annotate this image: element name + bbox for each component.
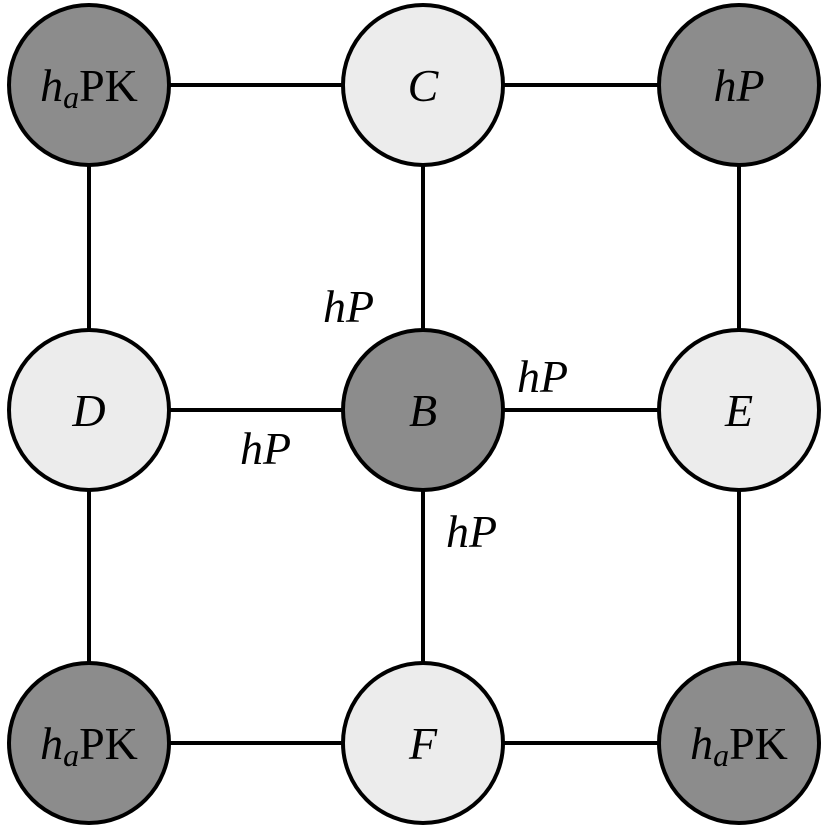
node-bottom-right-circle	[657, 661, 821, 825]
node-bottom-right-suffix: PK	[729, 718, 788, 769]
node-top-left-main: h	[40, 60, 63, 111]
edge-label-center-down: hP	[446, 506, 497, 557]
node-bottom-right-sub: a	[713, 737, 729, 773]
edge-label-center-right: hP	[517, 351, 568, 402]
node-bottom-middle-label: F	[408, 718, 438, 769]
node-mid-left-label: D	[71, 385, 105, 436]
node-center-circle	[341, 328, 505, 492]
node-top-right-circle	[657, 3, 821, 167]
node-top-middle-circle	[341, 3, 505, 167]
node-top-left-suffix: PK	[79, 60, 138, 111]
edge-label-center-up: hP	[323, 281, 374, 332]
node-top-left-circle	[7, 3, 171, 167]
node-mid-right-circle	[657, 328, 821, 492]
node-bottom-right-main: h	[690, 718, 713, 769]
node-bottom-middle-circle	[341, 661, 505, 825]
node-mid-right-label: E	[724, 385, 753, 436]
node-bottom-left-suffix: PK	[79, 718, 138, 769]
node-bottom-right-label: haPK	[690, 718, 788, 773]
node-center-label: B	[409, 385, 437, 436]
node-bottom-left-circle	[7, 661, 171, 825]
node-top-middle-label: C	[408, 60, 440, 111]
node-top-left-sub: a	[63, 79, 79, 115]
node-bottom-left-sub: a	[63, 737, 79, 773]
node-top-left-label: haPK	[40, 60, 138, 115]
node-bottom-left-label: haPK	[40, 718, 138, 773]
edge-label-center-left: hP	[240, 423, 291, 474]
node-bottom-left-main: h	[40, 718, 63, 769]
node-mid-left-circle	[7, 328, 171, 492]
node-top-right-label: hP	[713, 60, 764, 111]
